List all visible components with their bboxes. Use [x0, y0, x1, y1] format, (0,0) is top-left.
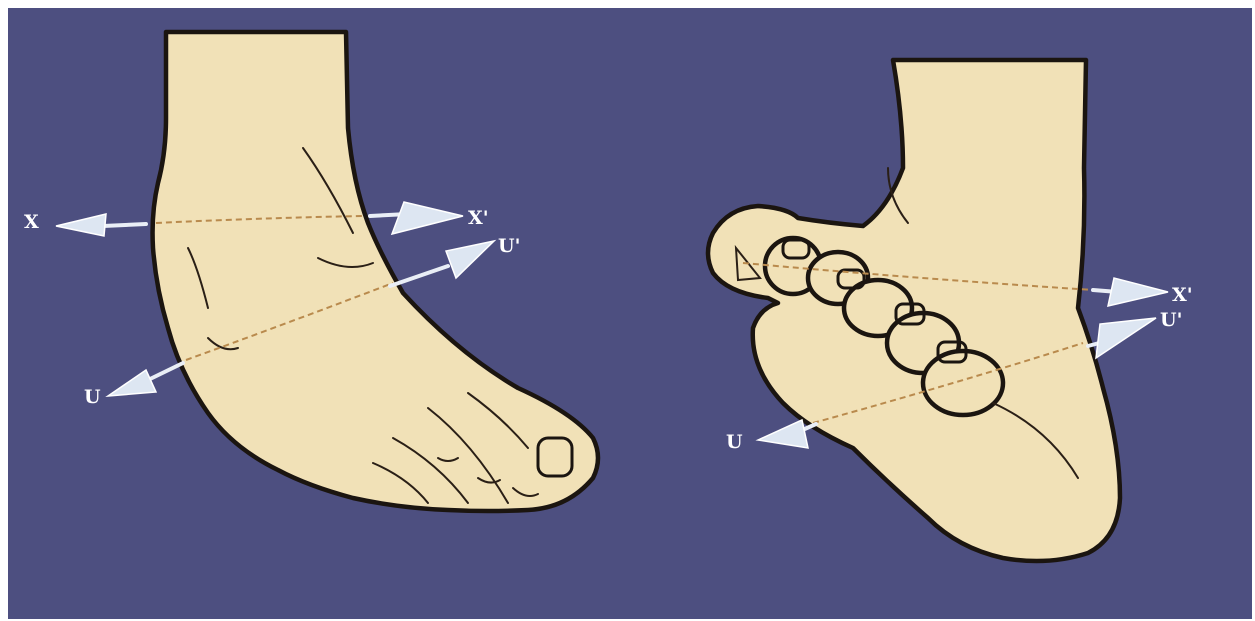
right-label-x-prime: X': [1172, 284, 1193, 306]
left-label-u-prime: U': [498, 235, 520, 257]
right-label-u: U: [726, 431, 743, 453]
diagram-panel: X X' U' U X' U' U: [8, 8, 1252, 619]
left-label-u: U: [84, 386, 101, 408]
feet-axes-diagram: X X' U' U X' U' U: [8, 8, 1252, 619]
left-label-x: X: [24, 211, 39, 233]
left-label-x-prime: X': [468, 207, 489, 229]
right-label-u-prime: U': [1160, 309, 1182, 331]
